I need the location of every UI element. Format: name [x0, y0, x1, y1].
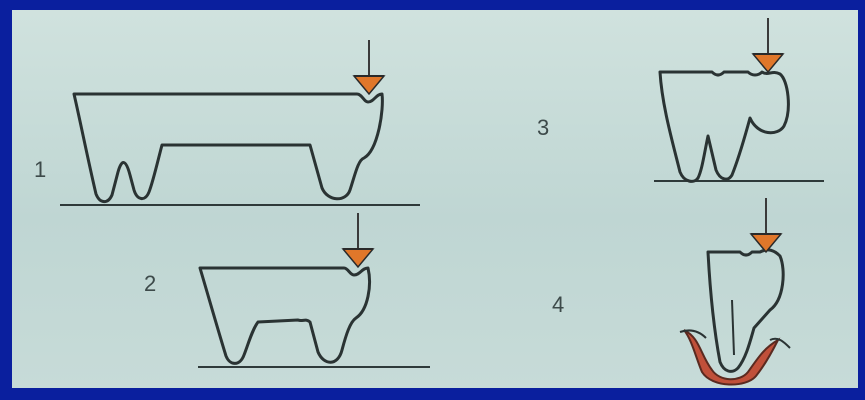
- load-arrow-icon-4: [750, 197, 782, 253]
- bridge-outline-1: [72, 92, 384, 204]
- load-arrow-icon-3: [752, 17, 784, 73]
- diagram-2: 2: [144, 212, 430, 368]
- diagram-1: 1: [34, 39, 420, 206]
- tooth-outline-3: [658, 70, 790, 183]
- figure-panel: 1 2 3: [12, 10, 858, 388]
- label-1: 1: [34, 157, 46, 182]
- tooth-outline-4: [706, 248, 785, 373]
- bone-contour-4: [679, 329, 791, 349]
- label-2: 2: [144, 271, 156, 296]
- load-arrow-icon-1: [353, 39, 385, 95]
- diagram-canvas: 1 2 3: [34, 17, 824, 386]
- bone-socket-4: [683, 329, 781, 386]
- bridge-outline-2: [198, 266, 371, 365]
- diagram-3: 3: [537, 17, 824, 183]
- label-3: 3: [537, 115, 549, 140]
- diagram-4: 4: [552, 197, 791, 386]
- load-arrow-icon-2: [342, 212, 374, 268]
- label-4: 4: [552, 292, 564, 317]
